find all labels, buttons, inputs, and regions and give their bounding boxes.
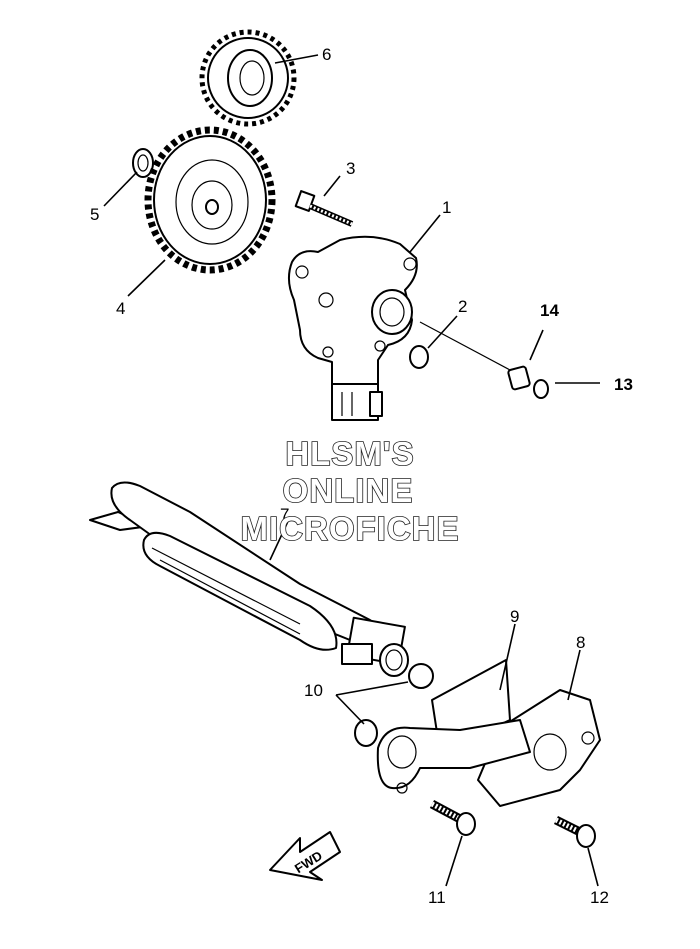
oil-pump-part-1 [288, 235, 418, 421]
callout-9: 9 [510, 607, 519, 626]
pipe-assembly-part-8 [376, 689, 601, 807]
watermark-line-2: ONLINE [283, 472, 414, 509]
callout-1: 1 [442, 198, 451, 217]
callout-6: 6 [322, 45, 331, 64]
callout-13: 13 [614, 375, 633, 394]
o-ring-part-2 [409, 345, 429, 369]
bolt-part-3 [294, 190, 354, 227]
callout-14: 14 [540, 301, 559, 320]
watermark-line-3: MICROFICHE [241, 510, 460, 547]
gear-part-6 [199, 29, 297, 127]
callout-2: 2 [458, 297, 467, 316]
callout-10: 10 [304, 681, 323, 700]
strainer-part-7 [89, 481, 409, 677]
gear-part-4 [144, 126, 276, 274]
bolt-part-12 [553, 815, 596, 848]
callout-11: 11 [428, 888, 446, 907]
circlip-part-5 [132, 148, 154, 178]
leader-lines [103, 54, 600, 887]
watermark-line-1: HLSM'S [285, 435, 414, 472]
o-ring-part-10 [354, 663, 434, 747]
bolt-part-11 [429, 800, 476, 836]
alignment-line [419, 321, 511, 371]
o-ring-part-13 [533, 379, 549, 399]
callout-3: 3 [346, 159, 355, 178]
fwd-arrow-icon: FWD [269, 831, 341, 881]
watermark: HLSM'S ONLINE MICROFICHE [240, 434, 460, 548]
callout-8: 8 [576, 633, 585, 652]
callout-5: 5 [90, 205, 99, 224]
callout-12: 12 [590, 888, 609, 907]
dowel-pin-part-14 [507, 365, 531, 391]
callout-7: 7 [280, 505, 289, 524]
callout-4: 4 [116, 299, 125, 318]
